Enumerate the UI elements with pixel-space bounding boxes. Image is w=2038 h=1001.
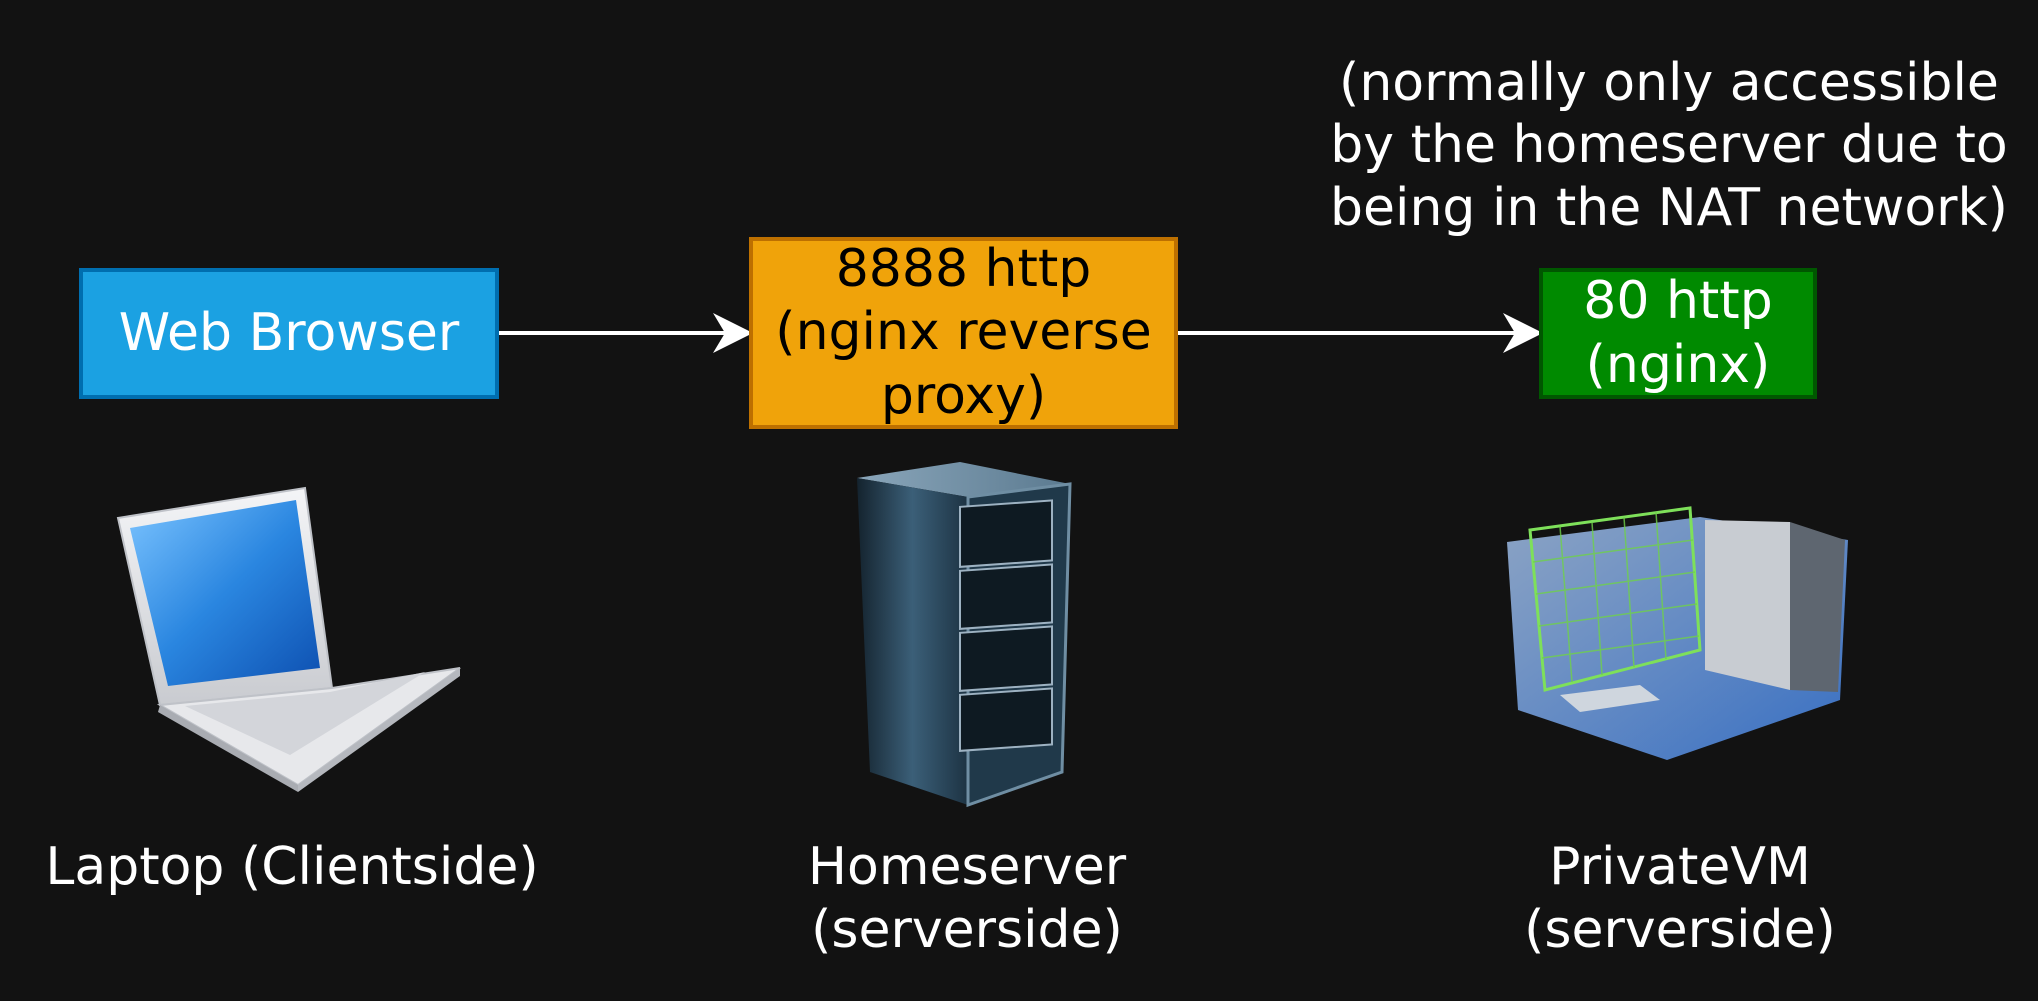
laptop-icon	[116, 486, 461, 792]
nginx-vm-node: 80 http (nginx)	[1539, 268, 1817, 399]
server-rack-icon	[857, 462, 1072, 808]
nginx-reverse-proxy-label: 8888 http (nginx reverse proxy)	[775, 238, 1152, 426]
homeserver-caption: Homeserver (serverside)	[807, 837, 1127, 961]
laptop-caption: Laptop (Clientside)	[45, 837, 539, 897]
privatevm-caption: PrivateVM (serverside)	[1524, 837, 1836, 961]
nat-network-note: (normally only accessible by the homeser…	[1330, 53, 2008, 238]
web-browser-node: Web Browser	[79, 268, 499, 399]
nginx-reverse-proxy-node: 8888 http (nginx reverse proxy)	[749, 237, 1178, 429]
virtual-machine-icon	[1507, 506, 1848, 760]
nginx-vm-label: 80 http (nginx)	[1583, 271, 1773, 395]
web-browser-label: Web Browser	[118, 302, 460, 363]
